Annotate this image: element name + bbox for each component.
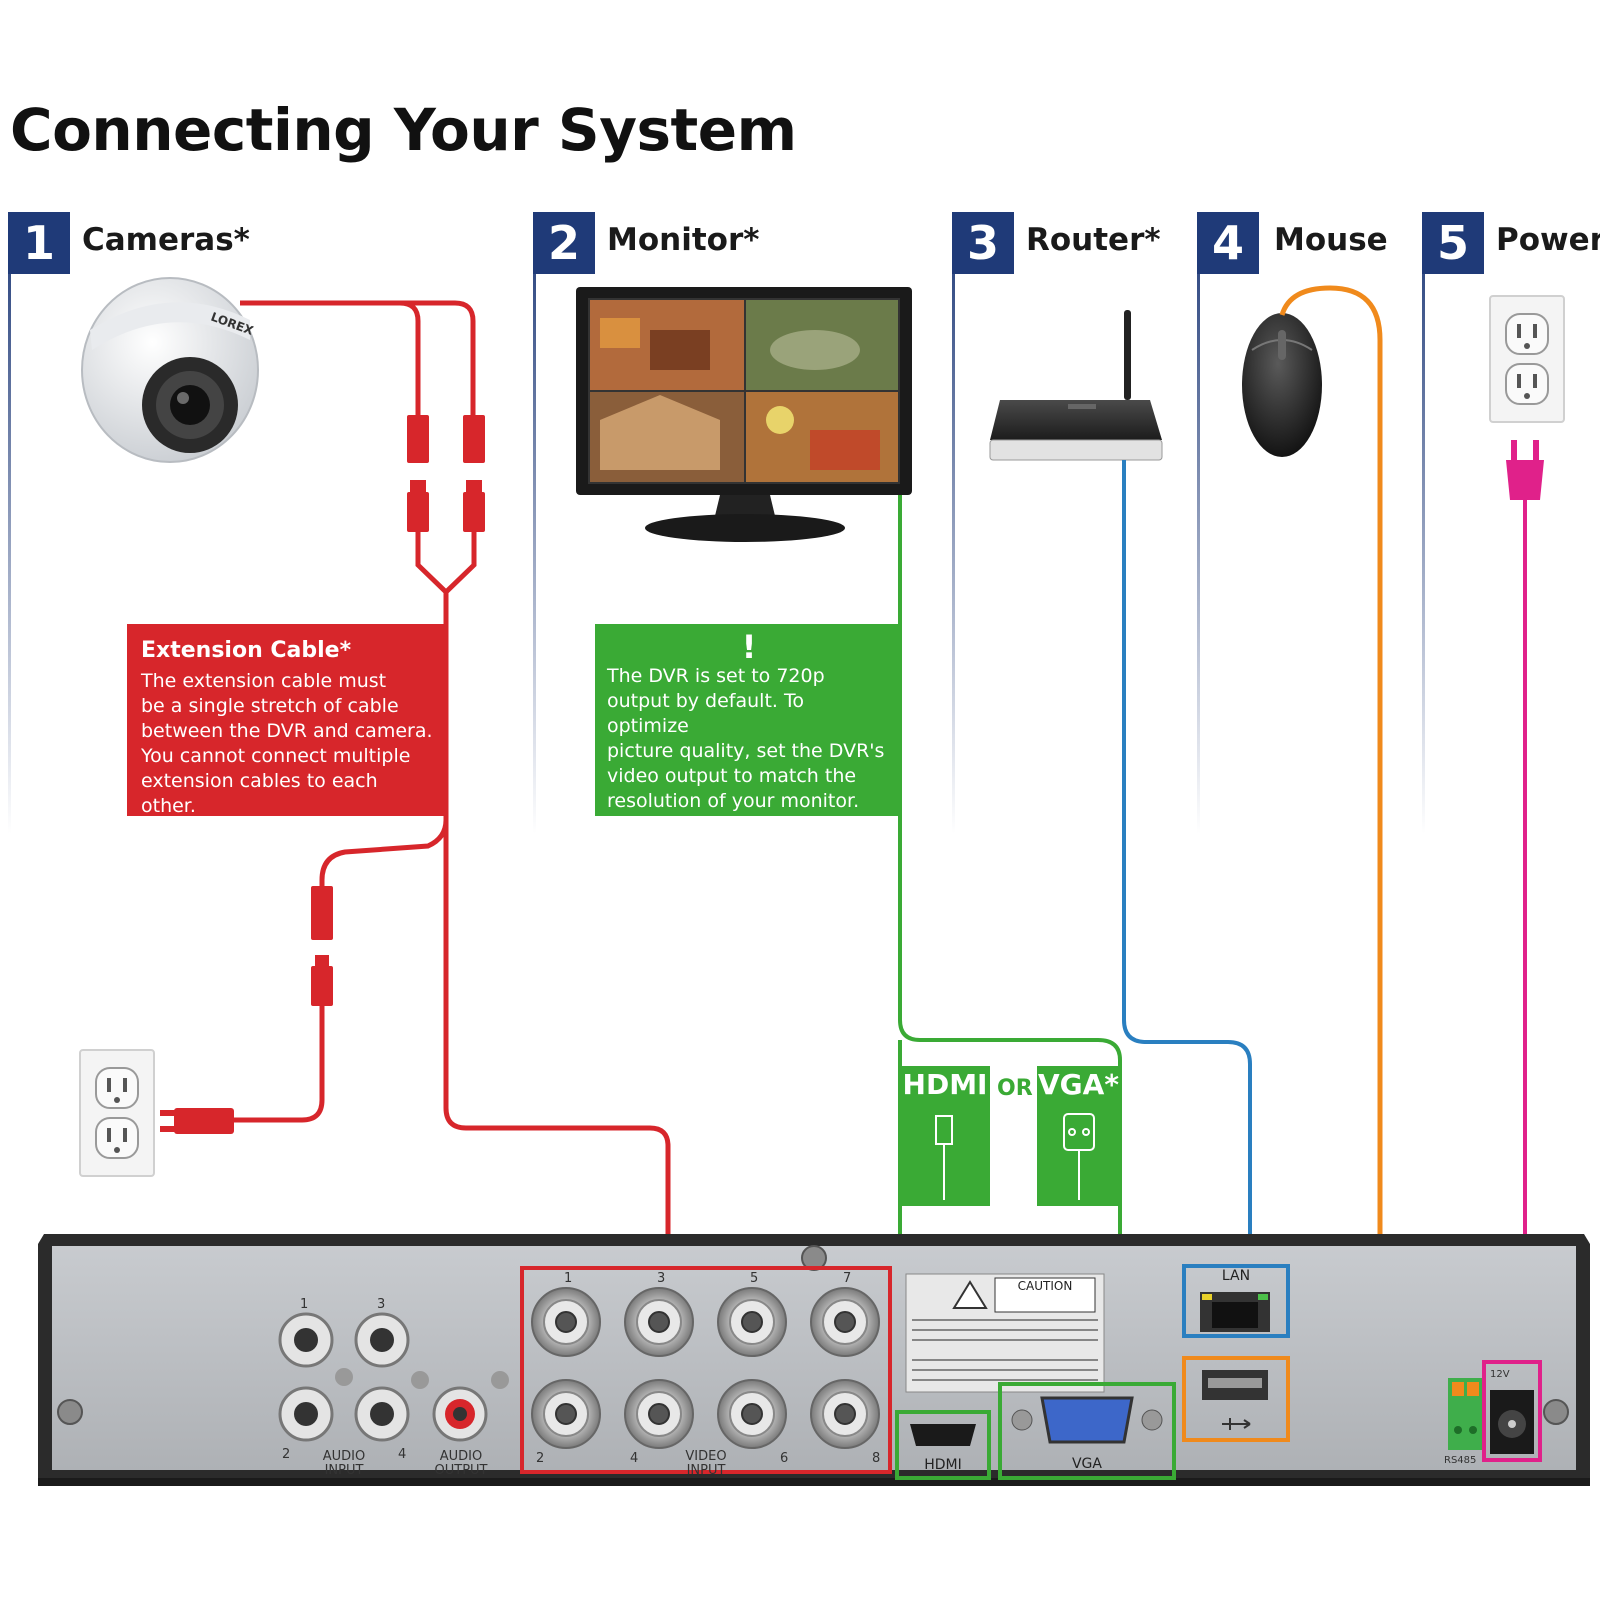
router-icon bbox=[989, 310, 1163, 461]
extension-cable-title: Extension Cable* bbox=[141, 638, 352, 663]
video-input-bnc-ports bbox=[531, 1287, 880, 1449]
page-title: Connecting Your System bbox=[10, 96, 797, 164]
dvr-recorder: CAUTION bbox=[38, 1234, 1590, 1486]
lan-port bbox=[1200, 1292, 1270, 1332]
divider-3 bbox=[952, 274, 955, 834]
audio-port-4-number: 4 bbox=[398, 1447, 407, 1462]
audio-input-jacks bbox=[278, 1312, 410, 1442]
audio-output-jack bbox=[411, 1371, 509, 1442]
step-3-badge: 3 bbox=[952, 212, 1014, 274]
usb-icon bbox=[1222, 1418, 1251, 1430]
or-tag: OR bbox=[997, 1076, 1033, 1101]
bnc-port-3 bbox=[717, 1287, 787, 1357]
divider-2 bbox=[533, 274, 536, 834]
usb-port-highlight bbox=[1182, 1356, 1290, 1442]
hdmi-port-label: HDMI bbox=[924, 1457, 962, 1473]
vga-port bbox=[1011, 1396, 1163, 1444]
vga-tag: VGA* bbox=[1038, 1068, 1119, 1101]
video-input-highlight bbox=[520, 1266, 892, 1474]
power-outlet-icon bbox=[1489, 295, 1565, 423]
monitor-icon bbox=[576, 287, 912, 542]
step-5-label: Power bbox=[1496, 222, 1600, 258]
rs485-label: RS485 bbox=[1444, 1455, 1477, 1466]
lan-port-highlight bbox=[1182, 1264, 1290, 1338]
monitor-resolution-note: ! The DVR is set to 720p output by defau… bbox=[595, 624, 901, 816]
divider-5 bbox=[1422, 274, 1425, 834]
bnc-port-5 bbox=[531, 1379, 601, 1449]
audio-port-3-number: 3 bbox=[377, 1297, 386, 1312]
hdmi-port bbox=[910, 1424, 976, 1446]
video-port-5-number: 5 bbox=[750, 1271, 759, 1286]
lan-port-label: LAN bbox=[1221, 1268, 1251, 1284]
video-port-1-number: 1 bbox=[564, 1271, 573, 1286]
step-3-label: Router* bbox=[1026, 222, 1161, 258]
caution-label: CAUTION bbox=[905, 1273, 1105, 1393]
mouse-icon bbox=[1242, 313, 1322, 457]
step-1-badge: 1 bbox=[8, 212, 70, 274]
video-port-6-number: 6 bbox=[780, 1451, 789, 1466]
bnc-port-1 bbox=[531, 1287, 601, 1357]
video-port-8-number: 8 bbox=[872, 1451, 881, 1466]
power-port-highlight bbox=[1482, 1360, 1542, 1462]
connector-tags bbox=[900, 1066, 1120, 1206]
audio-output-label: AUDIO OUTPUT bbox=[434, 1449, 488, 1478]
usb-port bbox=[1202, 1370, 1268, 1430]
audio-input-label: AUDIO INPUT bbox=[322, 1449, 366, 1478]
step-2-badge: 2 bbox=[533, 212, 595, 274]
camera-cable bbox=[232, 300, 671, 1252]
power-plug-icon bbox=[1506, 440, 1544, 500]
audio-port-1-number: 1 bbox=[300, 1297, 309, 1312]
video-port-3-number: 3 bbox=[657, 1271, 666, 1286]
bnc-port-8 bbox=[810, 1379, 880, 1449]
hdmi-port-highlight bbox=[895, 1410, 991, 1480]
extension-cable-note: Extension Cable* The extension cable mus… bbox=[127, 624, 447, 817]
monitor-resolution-text: The DVR is set to 720p output by default… bbox=[607, 665, 885, 812]
vga-port-label: VGA bbox=[1071, 1456, 1102, 1472]
step-divider-lines bbox=[8, 274, 1425, 834]
bnc-port-7 bbox=[717, 1379, 787, 1449]
exclamation-icon: ! bbox=[741, 628, 757, 666]
rs485-terminal bbox=[1448, 1378, 1482, 1450]
bnc-port-4 bbox=[810, 1287, 880, 1357]
video-port-7-number: 7 bbox=[843, 1271, 852, 1286]
step-2-label: Monitor* bbox=[607, 222, 760, 258]
bnc-plugs bbox=[160, 415, 485, 1134]
camera-power-outlet-icon bbox=[79, 1049, 155, 1177]
step-4-badge: 4 bbox=[1197, 212, 1259, 274]
step-1-label: Cameras* bbox=[82, 222, 250, 258]
step-4-label: Mouse bbox=[1274, 222, 1388, 258]
bnc-port-2 bbox=[624, 1287, 694, 1357]
caution-text: CAUTION bbox=[1018, 1279, 1073, 1293]
video-port-2-number: 2 bbox=[536, 1451, 545, 1466]
hdmi-tag: HDMI bbox=[902, 1068, 988, 1101]
divider-4 bbox=[1197, 274, 1200, 834]
dc-power-label: 12V bbox=[1490, 1369, 1510, 1380]
video-port-4-number: 4 bbox=[630, 1451, 639, 1466]
dome-camera-icon: LOREX bbox=[81, 277, 259, 463]
router-cable bbox=[1122, 460, 1252, 1266]
video-input-label: VIDEO INPUT bbox=[685, 1449, 727, 1478]
vga-port-highlight bbox=[998, 1382, 1176, 1480]
step-5-badge: 5 bbox=[1422, 212, 1484, 274]
dc-power-jack bbox=[1490, 1390, 1534, 1454]
extension-cable-text: The extension cable must be a single str… bbox=[141, 670, 433, 817]
divider-1 bbox=[8, 274, 11, 834]
bnc-port-6 bbox=[624, 1379, 694, 1449]
audio-port-2-number: 2 bbox=[282, 1447, 291, 1462]
